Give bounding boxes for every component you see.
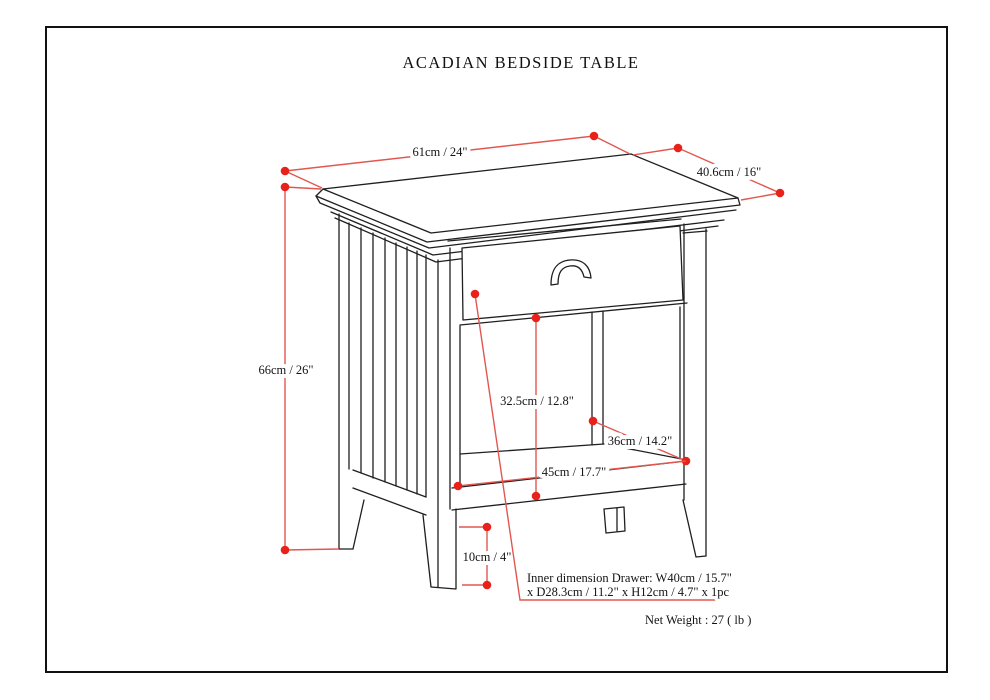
dimension-dot <box>482 522 492 532</box>
tabletop-molding-step1 <box>315 195 737 249</box>
dimension-dot <box>531 313 541 323</box>
side-rail-top-edge <box>352 469 427 498</box>
net-weight-note: Net Weight : 27 ( lb ) <box>645 613 751 627</box>
drawer-panel <box>461 225 684 321</box>
dimension-dot <box>482 580 492 590</box>
open-shelf-compartment <box>451 306 688 534</box>
dimension-dot <box>280 545 290 555</box>
dimension-shelf-depth-label: 36cm / 14.2" <box>608 434 672 448</box>
post-capital-line <box>682 230 708 234</box>
left-side-panel <box>338 213 427 550</box>
dimension-dot <box>589 131 599 141</box>
dimension-opening-height-label: 32.5cm / 12.8" <box>500 394 574 408</box>
dimension-opening-height: 32.5cm / 12.8" <box>496 313 578 501</box>
dimension-dot <box>588 416 598 426</box>
dimension-dot <box>531 491 541 501</box>
dimension-overall-height-label: 66cm / 26" <box>258 363 313 377</box>
drawer-inner-dimension-line2: x D28.3cm / 11.2" x H12cm / 4.7" x 1pc <box>527 585 730 599</box>
dimension-top-depth-label: 40.6cm / 16" <box>697 165 761 179</box>
dimension-top-width-label: 61cm / 24" <box>412 145 467 159</box>
dimension-top-depth: 40.6cm / 16" <box>632 143 785 201</box>
frame-top-edge <box>447 218 682 242</box>
tabletop <box>315 153 741 263</box>
drawer-front <box>459 225 688 326</box>
drawer-inner-dimension-callout: Inner dimension Drawer: W40cm / 15.7" x … <box>470 289 735 602</box>
page-title: ACADIAN BEDSIDE TABLE <box>402 53 639 72</box>
drawer-cup-handle-icon <box>550 259 592 286</box>
dimension-dot <box>470 289 480 299</box>
back-right-foot <box>603 506 626 534</box>
dimension-top-width: 61cm / 24" <box>280 131 631 189</box>
dimension-shelf-width: 45cm / 17.7" <box>453 460 687 491</box>
table-drawing <box>315 153 741 590</box>
back-left-leg <box>338 499 365 550</box>
dimension-shelf-depth: 36cm / 14.2" <box>588 416 691 466</box>
drawer-inner-dimension-line1: Inner dimension Drawer: W40cm / 15.7" <box>527 571 732 585</box>
dimension-dot <box>673 143 683 153</box>
leg-outline <box>422 508 457 590</box>
dimension-overall-height: 66cm / 26" <box>254 182 340 555</box>
dimension-leg-height-label: 10cm / 4" <box>463 550 512 564</box>
shelf-back-edge <box>459 443 605 455</box>
front-right-leg <box>682 223 708 558</box>
tabletop-surface <box>322 153 739 234</box>
drawer-rail-bottom-edge <box>459 302 688 326</box>
dimension-dot <box>280 166 290 176</box>
page-border-frame <box>45 26 948 673</box>
front-corner-leg <box>422 259 457 590</box>
dimension-dot <box>775 188 785 198</box>
leg-taper-edge <box>352 499 365 550</box>
side-rail-bottom-edge <box>352 487 427 516</box>
shelf-right-edge <box>603 443 688 461</box>
front-face-frame <box>447 218 682 510</box>
leg-taper-and-foot <box>682 499 707 558</box>
tabletop-edge-rim <box>315 188 741 243</box>
dimension-leg-height: 10cm / 4" <box>459 522 515 590</box>
dimension-shelf-width-label: 45cm / 17.7" <box>542 465 606 479</box>
dimension-dot <box>453 481 463 491</box>
front-apron-bottom-edge <box>451 483 687 511</box>
dimension-dot <box>280 182 290 192</box>
